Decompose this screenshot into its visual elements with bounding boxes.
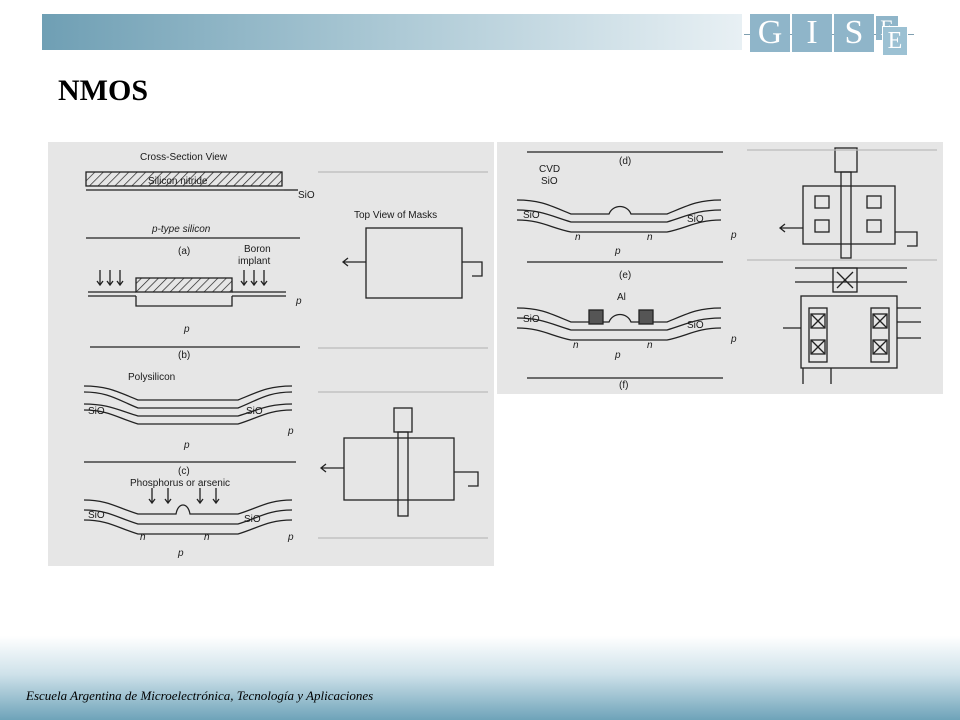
- logo-letter-e-bottom: E: [882, 26, 908, 56]
- boron-label-line1: Boron: [244, 244, 271, 255]
- n-plus-label-e-right: n: [647, 340, 653, 351]
- logo-letter-s: S: [834, 14, 874, 52]
- mask-view-contacts: [802, 185, 896, 245]
- silicon-nitride-layer: [85, 171, 283, 187]
- footer-institution-text: Escuela Argentina de Microelectrónica, T…: [26, 688, 374, 703]
- nmos-process-figure-left: Cross-Section View Silicon nitride SiO p…: [48, 142, 494, 566]
- p-plus-label-b: p: [295, 296, 302, 307]
- step-e-label: (e): [619, 270, 631, 281]
- boron-label-line2: implant: [238, 256, 270, 267]
- mask-view-active-area: [365, 227, 463, 299]
- n-plus-label-left: n: [140, 532, 146, 543]
- n-plus-label-e-left: n: [573, 340, 579, 351]
- phosphorus-label: Phosphorus or arsenic: [130, 478, 230, 489]
- gise-logo: G I S E E: [744, 14, 914, 56]
- sio2-label-d-left: SiO: [523, 210, 540, 221]
- logo-letter-g: G: [750, 14, 790, 52]
- sio2-label-e-left: SiO: [523, 314, 540, 325]
- p-label-d: p: [614, 246, 621, 257]
- footer-band: Escuela Argentina de Microelectrónica, T…: [0, 636, 960, 720]
- nmos-process-figure-right: (d) CVD SiO SiO SiO n n p p (e) Al SiO S…: [497, 142, 943, 394]
- al-label: Al: [617, 292, 626, 303]
- cvd-label: CVD: [539, 164, 560, 175]
- p-type-silicon-label: p-type silicon: [151, 224, 211, 235]
- sio2-label-e-right: SiO: [687, 320, 704, 331]
- step-b-label: (b): [178, 350, 190, 361]
- p-plus-label-d: p: [287, 532, 294, 543]
- polysilicon-label: Polysilicon: [128, 372, 175, 383]
- step-c-label: (c): [178, 466, 190, 477]
- p-label-c: p: [183, 440, 190, 451]
- logo-letter-i: I: [792, 14, 832, 52]
- sio2-label-c-right: SiO: [246, 406, 263, 417]
- step-f-label: (f): [619, 380, 628, 391]
- p-plus-label-c: p: [287, 426, 294, 437]
- p-label-b: p: [183, 324, 190, 335]
- sio2-label-d-right: SiO: [687, 214, 704, 225]
- sio2-label-a: SiO: [298, 190, 315, 201]
- slide-title: NMOS: [58, 74, 148, 107]
- cvd-sio2-label: SiO: [541, 176, 558, 187]
- mask-view-metal: [800, 295, 898, 369]
- header-gradient-bar: [42, 14, 742, 50]
- p-plus-label-d: p: [730, 230, 737, 241]
- step-d-label: (d): [619, 156, 631, 167]
- p-label-d: p: [177, 548, 184, 559]
- sio2-label-d-left: SiO: [88, 510, 105, 521]
- silicon-nitride-label: Silicon nitride: [148, 176, 208, 187]
- p-plus-label-e: p: [730, 334, 737, 345]
- sio2-label-d-right: SiO: [244, 514, 261, 525]
- step-a-label: (a): [178, 246, 190, 257]
- process-diagram-left: Cross-Section View Silicon nitride SiO p…: [83, 152, 488, 559]
- nitride-mask-pattern: [135, 277, 233, 293]
- n-plus-label-right: n: [204, 532, 210, 543]
- top-view-masks-label: Top View of Masks: [354, 210, 437, 221]
- process-diagram-right: (d) CVD SiO SiO SiO n n p p (e) Al SiO S…: [516, 147, 937, 391]
- n-plus-label-d-left: n: [575, 232, 581, 243]
- sio2-label-c-left: SiO: [88, 406, 105, 417]
- n-plus-label-d-right: n: [647, 232, 653, 243]
- cross-section-view-label: Cross-Section View: [140, 152, 228, 163]
- mask-view-polysilicon: [343, 437, 455, 501]
- p-label-e: p: [614, 350, 621, 361]
